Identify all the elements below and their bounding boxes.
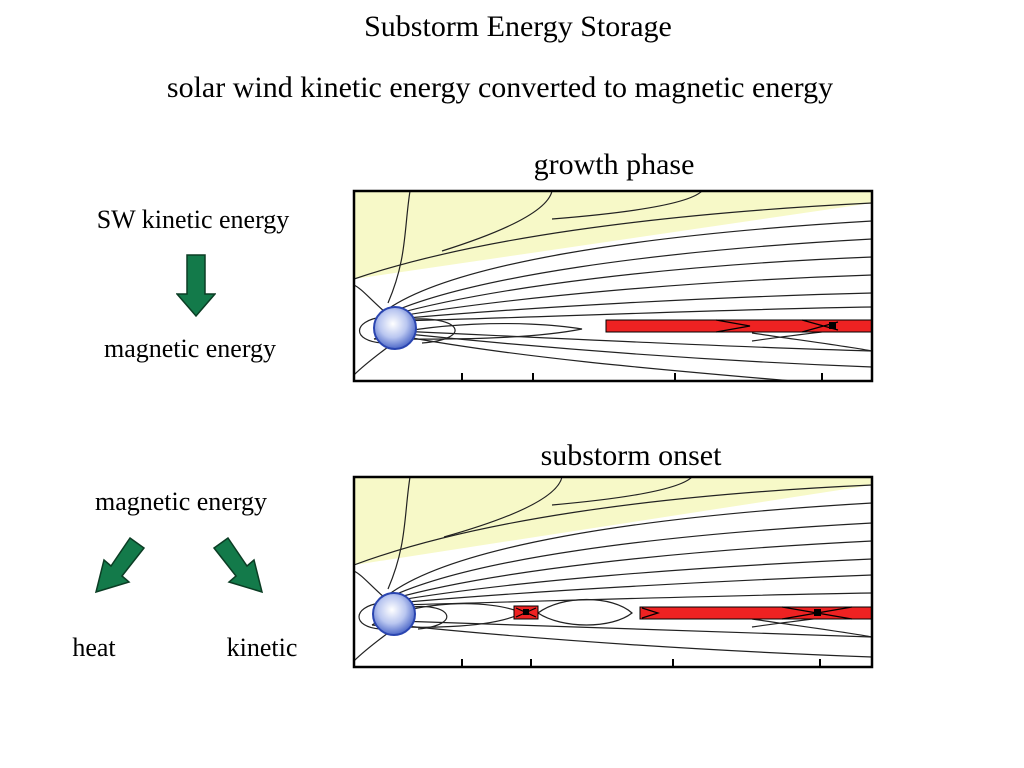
axis-ticks	[461, 373, 823, 381]
x-line-marker	[829, 322, 836, 329]
down-left-arrow-icon	[94, 536, 146, 594]
substorm-onset-heading: substorm onset	[540, 439, 722, 472]
x-line-marker	[814, 609, 821, 616]
heat-label: heat	[72, 633, 116, 662]
near-earth-x-line-marker	[523, 609, 529, 615]
slide-subtitle: solar wind kinetic energy converted to m…	[166, 71, 834, 104]
slide-title: Substorm Energy Storage	[364, 10, 672, 43]
earth	[372, 592, 416, 636]
earth	[373, 306, 417, 350]
down-arrow-icon	[176, 254, 216, 318]
plot-frame	[352, 475, 874, 669]
sw-kinetic-energy-label: SW kinetic energy	[96, 205, 290, 234]
growth-phase-heading: growth phase	[533, 148, 695, 181]
growth-phase-diagram	[352, 189, 874, 383]
magnetic-energy-label-bottom: magnetic energy	[94, 487, 268, 516]
field-line-group	[354, 191, 872, 381]
substorm-onset-diagram	[352, 475, 874, 669]
down-right-arrow-icon	[212, 536, 264, 594]
magnetosheath-region	[354, 477, 872, 565]
current-sheet	[605, 319, 872, 333]
kinetic-label: kinetic	[226, 633, 298, 662]
plot-frame	[352, 189, 874, 383]
magnetic-energy-label-top: magnetic energy	[103, 334, 277, 363]
magnetosheath-region	[354, 191, 872, 279]
field-line-group	[354, 477, 872, 662]
axis-ticks	[461, 659, 821, 667]
